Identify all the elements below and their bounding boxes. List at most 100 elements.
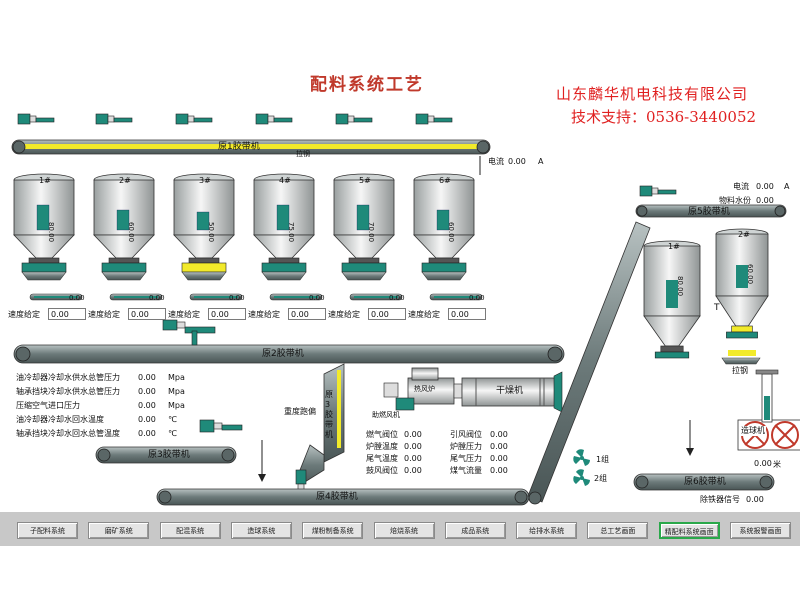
current-label: 电流 — [488, 157, 504, 166]
belt-1[interactable] — [11, 139, 491, 155]
pressure-param-label: 油冷却器冷却水供水总管压力 — [16, 373, 120, 382]
feeder-1[interactable] — [29, 293, 83, 301]
belt5-drive-motor[interactable] — [639, 185, 677, 197]
hopper-4-value: 75.00 — [287, 222, 295, 243]
belt-5-incline[interactable] — [527, 221, 651, 505]
hopper-2-value: 60.00 — [127, 222, 135, 243]
pressure-param-value: 0.00 — [138, 415, 156, 424]
hopper-5[interactable] — [333, 173, 395, 281]
furnace-param-label: 煤气流量 — [450, 466, 482, 475]
speed-setting-input[interactable]: 0.00 — [288, 308, 326, 320]
furnace-param-value: 0.00 — [404, 430, 422, 439]
speed-setting-input[interactable]: 0.00 — [208, 308, 246, 320]
furnace-param-label: 引风阀位 — [450, 430, 482, 439]
pressure-param-value: 0.00 — [138, 429, 156, 438]
pressure-param-unit: Mpa — [168, 387, 185, 396]
hopper-4[interactable] — [253, 173, 315, 281]
nav-button[interactable]: 磨矿系统 — [88, 522, 150, 539]
feeder-value: 0.00 — [309, 294, 325, 302]
hopper-3-value: 50.00 — [207, 222, 215, 243]
heavy-ore-label: 重度跑偏 — [284, 407, 316, 416]
hopper-3-label: 3# — [199, 176, 211, 185]
top-motor[interactable] — [95, 113, 133, 125]
belt-2[interactable] — [13, 344, 565, 364]
right-hopper-2-label: 2# — [738, 230, 750, 239]
hopper-6-label: 6# — [439, 176, 451, 185]
nav-button[interactable]: 配混系统 — [159, 522, 221, 539]
right-current-value: 0.00 — [756, 182, 774, 191]
belt-3-vertical-label: 原3胶带机 — [325, 390, 333, 439]
nav-button[interactable]: 成品系统 — [444, 522, 506, 539]
right-hopper-1[interactable] — [643, 240, 701, 359]
feeder-4[interactable] — [269, 293, 323, 301]
speed-setting-input[interactable]: 0.00 — [48, 308, 86, 320]
top-motor[interactable] — [415, 113, 453, 125]
dryer-drum[interactable] — [461, 371, 563, 413]
feeder-2[interactable] — [109, 293, 163, 301]
nav-button[interactable]: 系统报警画面 — [730, 522, 791, 539]
nav-button[interactable]: 造球系统 — [230, 522, 292, 539]
pressure-param-unit: ℃ — [168, 415, 177, 424]
belt-5[interactable] — [635, 204, 787, 218]
belt-6[interactable] — [633, 473, 775, 491]
feeder-5[interactable] — [349, 293, 403, 301]
furnace-param-value: 0.00 — [490, 430, 508, 439]
top-motor[interactable] — [17, 113, 55, 125]
speed-setting-input[interactable]: 0.00 — [128, 308, 166, 320]
fan-group-2[interactable] — [573, 469, 591, 486]
speed-setting-label: 速度给定 — [328, 310, 360, 319]
right-feeder-2[interactable] — [721, 350, 761, 365]
belt2-drive-motor[interactable] — [162, 319, 216, 346]
fan-group-2-label: 2组 — [594, 474, 608, 483]
furnace-param-label: 炉膛压力 — [450, 442, 482, 451]
hot-air-furnace[interactable] — [383, 367, 463, 411]
hot-air-furnace-label: 热风炉 — [414, 385, 435, 393]
feeder-3[interactable] — [189, 293, 243, 301]
nav-button[interactable]: 精配料系统画面 — [658, 522, 720, 539]
furnace-param-value: 0.00 — [404, 454, 422, 463]
belt-4[interactable] — [156, 488, 530, 506]
hopper-3[interactable] — [173, 173, 235, 281]
speed-setting-label: 速度给定 — [408, 310, 440, 319]
feeder-group — [29, 293, 483, 301]
hopper-6-value: 60.00 — [447, 222, 455, 243]
top-motor[interactable] — [255, 113, 293, 125]
nav-button[interactable]: 总工艺画面 — [587, 522, 649, 539]
nav-button[interactable]: 给排水系统 — [516, 522, 578, 539]
belt-3-label: 原3胶带机 — [148, 450, 190, 460]
flow-arrow-belt6 — [686, 420, 694, 456]
furnace-param-value: 0.00 — [490, 454, 508, 463]
speed-setting-input[interactable]: 0.00 — [448, 308, 486, 320]
hopper-2[interactable] — [93, 173, 155, 281]
speed-setting-input[interactable]: 0.00 — [368, 308, 406, 320]
flow-arrow-down — [258, 440, 266, 482]
belt-1-sub-label: 拉钢 — [296, 150, 310, 158]
belt-3[interactable] — [95, 446, 237, 464]
hopper-1-label: 1# — [39, 176, 51, 185]
feeder-value: 0.00 — [469, 294, 485, 302]
hopper-1[interactable] — [13, 173, 75, 281]
pressure-param-value: 0.00 — [138, 387, 156, 396]
feeder-6[interactable] — [429, 293, 483, 301]
belt-3-vertical[interactable] — [323, 363, 345, 463]
chute — [295, 444, 325, 491]
nav-button[interactable]: 子配料系统 — [17, 522, 78, 539]
nav-button[interactable]: 焙烧系统 — [373, 522, 435, 539]
hopper-6[interactable] — [413, 173, 475, 281]
pressure-param-label: 轴承挡块冷却水回水总管温度 — [16, 429, 120, 438]
nav-button[interactable]: 煤粉制备系统 — [302, 522, 364, 539]
hopper-1-value: 80.00 — [47, 222, 55, 243]
furnace-param-value: 0.00 — [404, 442, 422, 451]
right-hopper-1-label: 1# — [668, 242, 680, 251]
belt3-drive-motor[interactable] — [199, 419, 243, 433]
fan-group-1[interactable] — [573, 449, 591, 466]
pressure-param-unit: Mpa — [168, 373, 185, 382]
pressure-param-unit: Mpa — [168, 401, 185, 410]
top-motor[interactable] — [175, 113, 213, 125]
moisture-value: 0.00 — [756, 196, 774, 205]
burner-fan-label: 助燃风机 — [372, 411, 400, 419]
right-hopper-2[interactable] — [715, 228, 769, 339]
speed-setting-label: 速度给定 — [248, 310, 280, 319]
top-motor[interactable] — [335, 113, 373, 125]
